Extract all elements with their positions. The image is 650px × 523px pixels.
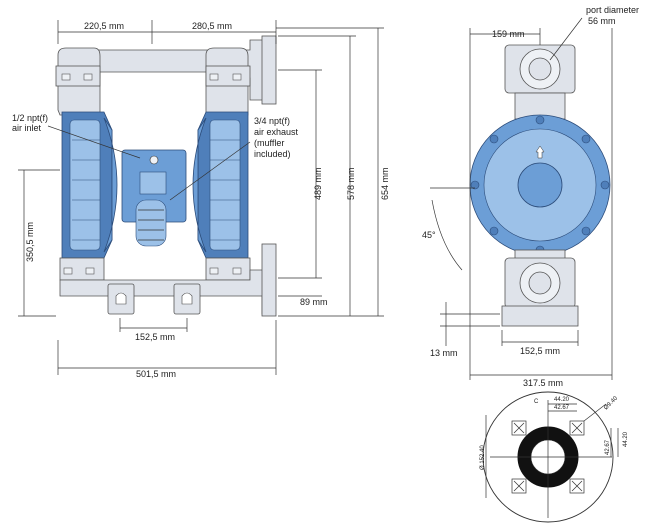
dim-side-width: 317.5 mm <box>523 378 563 388</box>
flange-c-mark: C <box>534 399 539 405</box>
dim-flange-44-20-right: 44.20 <box>623 431 629 447</box>
dim-height-350: 350,5 mm <box>25 222 35 262</box>
air-inlet-label-1: 1/2 npt(f) <box>12 113 48 123</box>
front-view: 220,5 mm 280,5 mm 152,5 mm 501,5 mm 89 m… <box>12 20 390 379</box>
side-view: 159 mm port diameter 56 mm 45° 13 mm 152… <box>422 5 639 388</box>
dim-flange-hole: Ø9.40 <box>603 395 619 411</box>
air-exhaust-label-1: 3/4 npt(f) <box>254 116 290 126</box>
dim-flange-44-20-top: 44.20 <box>554 397 570 403</box>
dim-159: 159 mm <box>492 29 525 39</box>
angle-label: 45° <box>422 230 436 240</box>
port-diameter-label-1: port diameter <box>586 5 639 15</box>
dim-top-right: 280,5 mm <box>192 21 232 31</box>
dim-overall-width: 501,5 mm <box>136 369 176 379</box>
air-exhaust-label-4: included) <box>254 149 291 159</box>
air-inlet-label-2: air inlet <box>12 123 42 133</box>
air-exhaust-label-2: air exhaust <box>254 127 299 137</box>
dim-flange-pcd: Ø 152.40 <box>480 445 486 470</box>
dim-89: 89 mm <box>300 297 328 307</box>
dim-base-spacing: 152,5 mm <box>135 332 175 342</box>
flange-view: 44.20 42.67 44.20 42.67 Ø9.40 Ø 152.40 C <box>480 391 629 523</box>
dim-height-489: 489 mm <box>313 167 323 200</box>
dim-13: 13 mm <box>430 348 458 358</box>
port-diameter-label-2: 56 mm <box>588 16 616 26</box>
dim-height-654: 654 mm <box>380 167 390 200</box>
air-exhaust-label-3: (muffler <box>254 138 284 148</box>
dim-top-left: 220,5 mm <box>84 21 124 31</box>
dim-height-578: 578 mm <box>346 167 356 200</box>
dim-flange-42-67-top: 42.67 <box>554 405 570 411</box>
dim-side-base: 152,5 mm <box>520 346 560 356</box>
dim-flange-42-67-right: 42.67 <box>605 439 611 455</box>
